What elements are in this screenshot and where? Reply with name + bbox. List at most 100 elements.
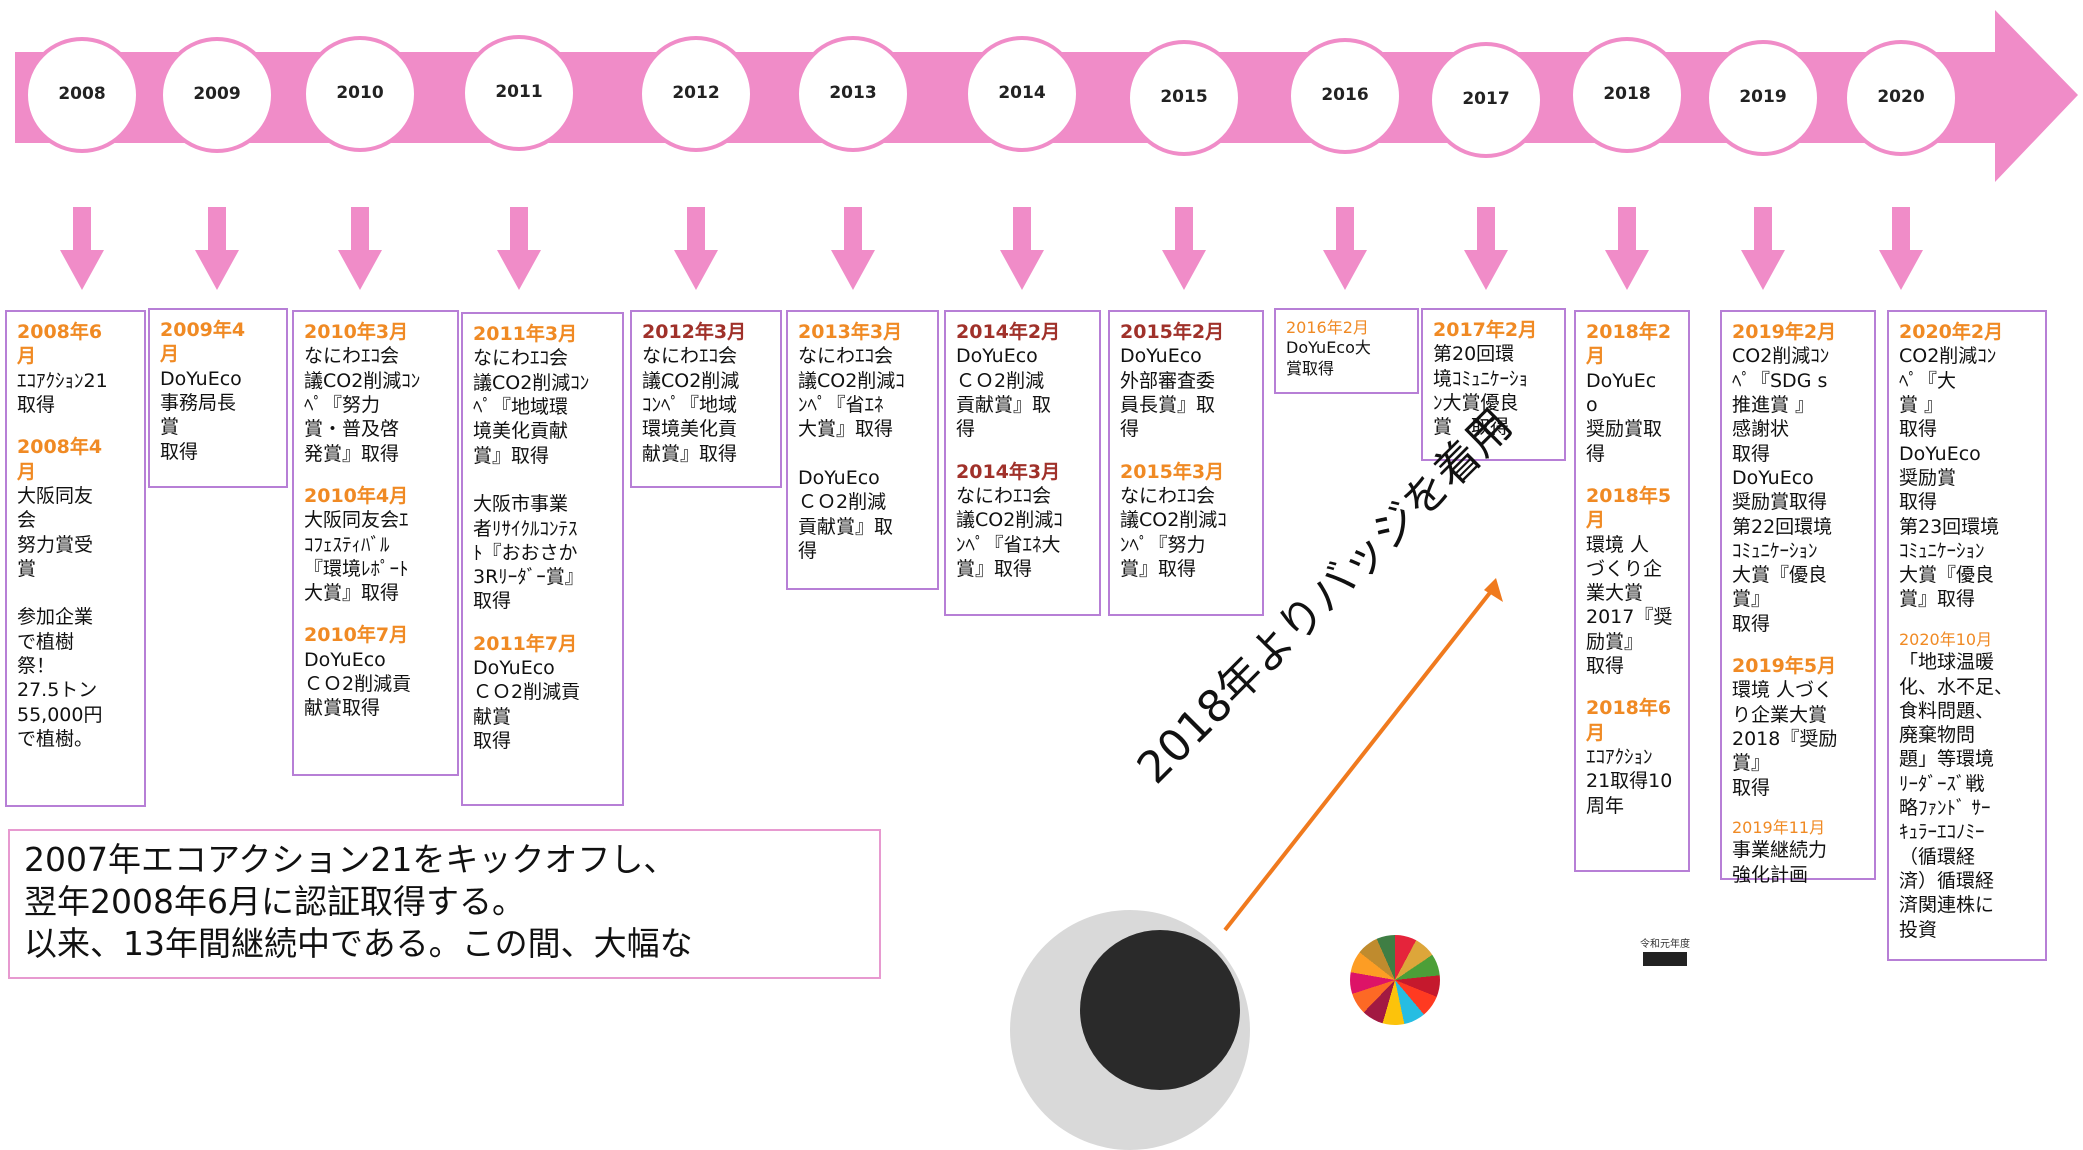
down-arrow-2013 — [831, 207, 875, 290]
entry-date: 2018年5 月 — [1586, 484, 1672, 532]
card-entry: 2008年4 月大阪同友 会 努力賞受 賞 参加企業 で植樹 祭！ 27.5トン… — [17, 435, 134, 751]
year-label-2014: 2014 — [998, 83, 1046, 103]
down-arrow-2009 — [195, 207, 239, 290]
entry-text: 大阪同友 会 努力賞受 賞 参加企業 で植樹 祭！ 27.5トン 55,000円… — [17, 484, 103, 750]
year-label-2012: 2012 — [672, 83, 720, 103]
timeline-card-2013: 2013年3月なにわｴｺ会 議CO2削減ｺ ﾝﾍﾟ『省ｴﾈ 大賞』取得 DoYu… — [786, 310, 939, 590]
entry-date: 2019年11月 — [1732, 817, 1826, 837]
year-circle-2012 — [638, 36, 754, 152]
entry-date: 2016年2月 — [1286, 318, 1369, 337]
entry-date: 2020年2月 — [1899, 321, 2004, 343]
year-circle-2009 — [159, 37, 275, 153]
entry-date: 2020年10月 — [1899, 629, 1993, 649]
entry-text: なにわｴｺ会 議CO2削減 ｺﾝﾍﾟ『地域 環境美化貢 献賞』取得 — [642, 345, 740, 465]
card-entry: 2008年6 月ｴｺｱｸｼｮﾝ21 取得 — [17, 320, 134, 417]
entry-date: 2008年6 月 — [17, 321, 103, 368]
timeline-card-2008: 2008年6 月ｴｺｱｸｼｮﾝ21 取得 2008年4 月大阪同友 会 努力賞受 … — [5, 310, 146, 807]
year-circle-2019 — [1705, 40, 1821, 156]
entry-text: DoYuEco 外部審査委 員長賞』取 得 — [1120, 345, 1216, 441]
year-circle-2013 — [795, 36, 911, 152]
entry-date: 2010年4月 — [304, 484, 409, 507]
card-entry: 2015年3月なにわｴｺ会 議CO2削減ｺ ﾝﾍﾟ『努力 賞』取得 — [1120, 460, 1252, 582]
card-entry: 2019年11月事業継続力 強化計画 — [1732, 818, 1864, 887]
entry-date: 2010年3月 — [304, 321, 409, 343]
entry-date: 2018年6 月 — [1586, 697, 1672, 744]
entry-text: CO2削減ｺﾝ ﾍﾟ『SDG s 推進賞 』 感謝状 取得 DoYuEco 奨励… — [1732, 345, 1833, 635]
entry-date: 2019年5月 — [1732, 655, 1837, 678]
year-circle-2008 — [24, 37, 140, 153]
card-entry: 2018年5 月環境 人 づくり企 業大賞 2017『奨 励賞』 取得 — [1586, 484, 1678, 679]
entry-date: 2018年2 月 — [1586, 321, 1672, 368]
entry-text: なにわｴｺ会 議CO2削減ｺﾝ ﾍﾟ『努力 賞・普及啓 発賞』取得 — [304, 345, 421, 465]
down-arrow-2020 — [1879, 207, 1923, 290]
year-label-2013: 2013 — [829, 83, 877, 103]
photo-circle-icon — [1010, 910, 1250, 1150]
annotation-arrow-head — [1484, 578, 1503, 602]
year-label-2020: 2020 — [1877, 87, 1925, 107]
entry-text: なにわｴｺ会 議CO2削減ｺ ﾝﾍﾟ『省ｴﾈ大 賞』取得 — [956, 484, 1063, 580]
entry-date: 2011年3月 — [473, 323, 578, 345]
entry-text: なにわｴｺ会 議CO2削減ｺﾝ ﾍﾟ『地域環 境美化貢献 賞』取得 大阪市事業 … — [473, 347, 590, 613]
entry-text: 環境 人づく り企業大賞 2018『奨励 賞』 取得 — [1732, 679, 1838, 799]
year-label-2018: 2018 — [1603, 84, 1651, 104]
entry-text: DoYuEco ＣＯ2削減 貢献賞』取 得 — [956, 345, 1052, 441]
entry-date: 2011年7月 — [473, 632, 578, 655]
timeline-card-2010: 2010年3月なにわｴｺ会 議CO2削減ｺﾝ ﾍﾟ『努力 賞・普及啓 発賞』取得… — [292, 310, 459, 776]
entry-date: 2010年7月 — [304, 624, 409, 647]
year-circle-2020 — [1843, 40, 1959, 156]
entry-text: 環境 人 づくり企 業大賞 2017『奨 励賞』 取得 — [1586, 533, 1673, 678]
timeline-card-2017: 2017年2月第20回環 境ｺﾐｭﾆｹｰｼｮ ﾝ大賞優良 賞 取得 — [1421, 308, 1566, 461]
year-circle-2015 — [1126, 40, 1242, 156]
award-certificate-icon: 令和元年度 — [1625, 935, 1705, 975]
entry-text: DoYuEco ＣＯ2削減貢 献賞 取得 — [473, 657, 581, 752]
timeline-graphic — [15, 10, 2078, 932]
year-circle-2018 — [1569, 37, 1685, 153]
entry-text: 事業継続力 強化計画 — [1732, 839, 1828, 886]
card-entry: 2010年4月大阪同友会ｴ ｺﾌｪｽﾃｨﾊﾞﾙ 『環境ﾚﾎﾟｰﾄ 大賞』取得 — [304, 484, 447, 606]
down-arrow-2011 — [497, 207, 541, 290]
card-entry: 2018年6 月ｴｺｱｸｼｮﾝ 21取得10 周年 — [1586, 696, 1678, 818]
entry-text: なにわｴｺ会 議CO2削減ｺ ﾝﾍﾟ『省ｴﾈ 大賞』取得 DoYuEco ＣＯ2… — [798, 345, 905, 562]
timeline-card-2011: 2011年3月なにわｴｺ会 議CO2削減ｺﾝ ﾍﾟ『地域環 境美化貢献 賞』取得… — [461, 312, 624, 806]
entry-date: 2013年3月 — [798, 321, 903, 343]
sdg-wheel-icon — [1350, 935, 1440, 1025]
year-label-2008: 2008 — [58, 84, 106, 104]
entry-date: 2015年2月 — [1120, 321, 1225, 343]
down-arrow-2018 — [1605, 207, 1649, 290]
down-arrow-2017 — [1464, 207, 1508, 290]
entry-date: 2014年2月 — [956, 321, 1061, 343]
entry-text: ｴｺｱｸｼｮﾝ21 取得 — [17, 369, 108, 416]
entry-date: 2015年3月 — [1120, 460, 1225, 483]
year-label-2017: 2017 — [1462, 89, 1510, 109]
entry-text: DoYuEco大 賞取得 — [1286, 338, 1371, 378]
down-arrow-2014 — [1000, 207, 1044, 290]
entry-text: 「地球温暖 化、水不足、 食料問題、 廃棄物問 題」等環境 ﾘｰﾀﾞｰｽﾞ戦 略… — [1899, 651, 2014, 941]
entry-text: なにわｴｺ会 議CO2削減ｺ ﾝﾍﾟ『努力 賞』取得 — [1120, 484, 1227, 580]
card-entry: 2011年3月なにわｴｺ会 議CO2削減ｺﾝ ﾍﾟ『地域環 境美化貢献 賞』取得… — [473, 322, 612, 614]
entry-text: CO2削減ｺﾝ ﾍﾟ『大 賞 』 取得 DoYuEco 奨励賞 取得 第23回環… — [1899, 345, 2000, 611]
entry-date: 2012年3月 — [642, 321, 747, 343]
year-circle-2011 — [461, 35, 577, 151]
year-label-2015: 2015 — [1160, 87, 1208, 107]
card-entry: 2014年3月なにわｴｺ会 議CO2削減ｺ ﾝﾍﾟ『省ｴﾈ大 賞』取得 — [956, 460, 1089, 582]
card-entry: 2020年10月「地球温暖 化、水不足、 食料問題、 廃棄物問 題」等環境 ﾘｰ… — [1899, 630, 2035, 942]
entry-text: DoYuEco 事務局長 賞 取得 — [160, 367, 242, 463]
year-label-2016: 2016 — [1321, 85, 1369, 105]
entry-text: DoYuEco ＣＯ2削減貢 献賞取得 — [304, 648, 412, 720]
down-arrow-2008 — [60, 207, 104, 290]
